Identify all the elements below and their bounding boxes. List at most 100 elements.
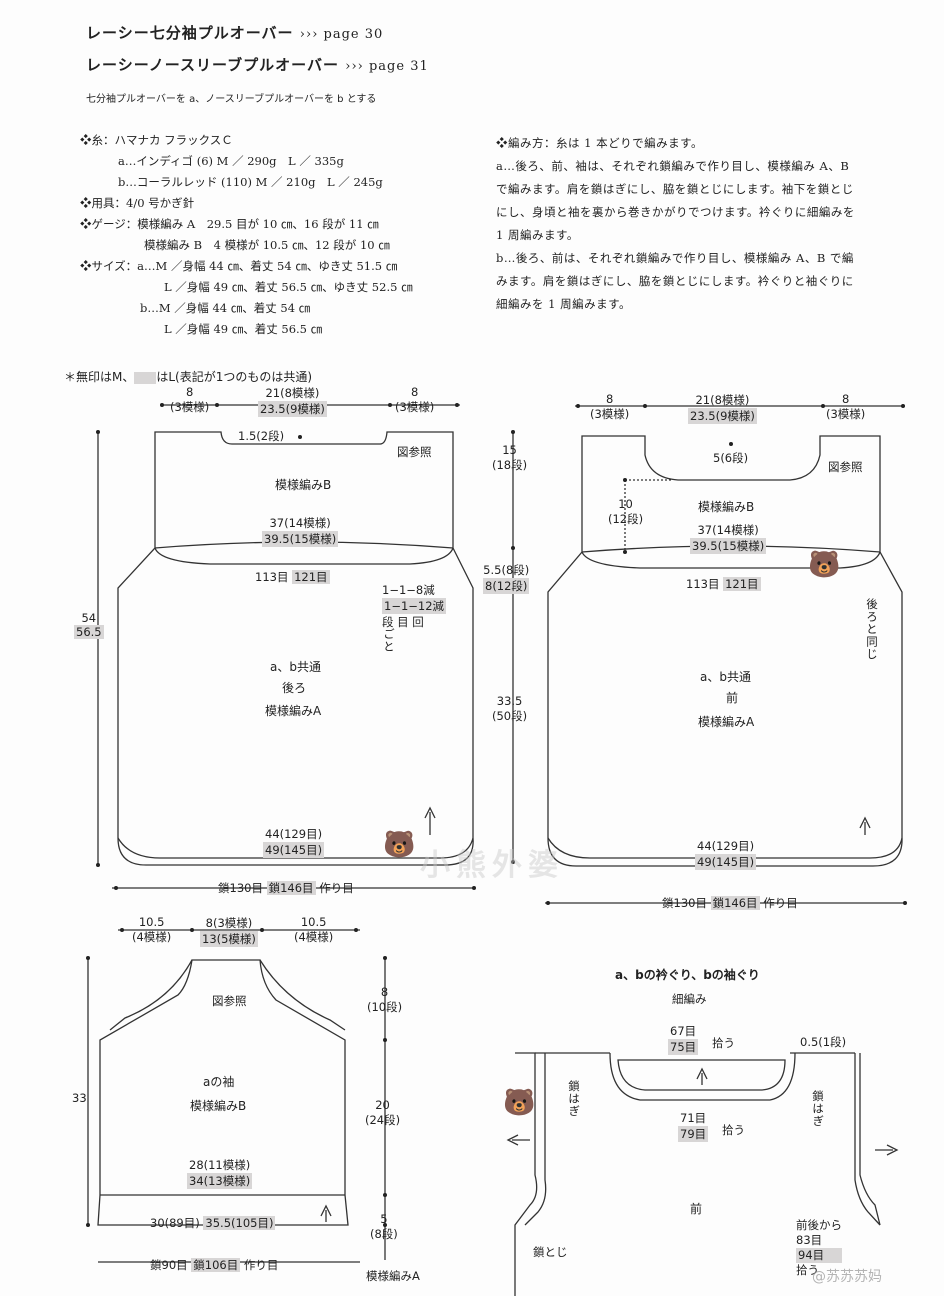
- front-pattern-a: 模様編みA: [698, 715, 755, 729]
- front-pattern-b: 模様編みB: [698, 500, 755, 514]
- sleeve-pattern-b: 模様編みB: [190, 1099, 247, 1113]
- sleeve-ref: 図参照: [212, 994, 247, 1008]
- subtitle: 七分袖プルオーバーを a、ノースリーブプルオーバーを b とする: [86, 94, 377, 105]
- back-pattern-a: 模様編みA: [265, 704, 322, 718]
- front-chain: 鎖130目 鎖146目 作り目: [662, 896, 798, 910]
- front-common: a、b共通: [700, 670, 751, 684]
- sleeve-base-width: 30(89目) 35.5(105目): [150, 1216, 276, 1230]
- title-a-text: レーシー七分袖プルオーバー: [86, 24, 294, 42]
- body-height: 33.5(50段): [492, 694, 528, 723]
- method-line-8: 細編みを 1 周編みます。: [496, 297, 631, 311]
- edging-pick2-label: 拾う: [722, 1123, 745, 1137]
- method-line-7: みます。肩を鎖はぎにし、脇を鎖とじにします。衿ぐりと袖ぐりに: [496, 274, 854, 288]
- front-shoulder-right: 8(3模様): [826, 392, 866, 421]
- title-b-page: ››› page 31: [345, 59, 429, 74]
- tools: ❖用具：4/0 号かぎ針: [80, 196, 195, 210]
- back-shoulder-right: 8(3模様): [395, 385, 435, 414]
- sleeve-left-width: 10.5(4模様): [132, 915, 172, 944]
- method-line-4: にし、身頃と袖を裏から巻きかがりでつけます。衿ぐりに細編みを: [496, 205, 855, 219]
- front-bottom-width: 44(129目)49(145目): [695, 839, 757, 870]
- specs-block: ❖糸：ハマナカ フラックスＣ a…インディゴ (6) M ／ 290g L ／ …: [80, 130, 413, 340]
- yarn-b: b…コーラルレッド (110) M ／ 210g L ／ 245g: [118, 175, 383, 189]
- edging-side-seam: 鎖とじ: [533, 1245, 568, 1259]
- method-line-6: b…後ろ、前は、それぞれ鎖編みで作り目し、模様編み A、B で編: [496, 251, 854, 265]
- back-common: a、b共通: [270, 660, 321, 674]
- front-shoulder-left: 8(3模様): [590, 392, 630, 421]
- back-neck-depth: 1.5(2段): [238, 429, 285, 443]
- watermark-right: @苏苏苏妈: [812, 1269, 882, 1285]
- size-b-m: b…M ／身幅 44 ㎝、着丈 54 ㎝: [140, 301, 311, 315]
- yarn-label: ❖糸：ハマナカ フラックスＣ: [80, 133, 233, 147]
- back-name: 後ろ: [282, 681, 307, 695]
- size-b-l: L ／身幅 49 ㎝、着丈 56.5 ㎝: [164, 322, 323, 336]
- note-prefix: ＊無印はM、: [64, 370, 135, 384]
- method-line-1: ❖編み方：糸は 1 本どりで編みます。: [496, 136, 703, 150]
- title-b-text: レーシーノースリーブプルオーバー: [86, 56, 340, 74]
- back-top-width: 21(8模様)23.5(9模様): [258, 386, 327, 417]
- size-note: ＊無印はM、 はL(表記が1つのものは共通): [64, 368, 312, 385]
- back-stitches: 113目 121目: [255, 570, 330, 584]
- front-ref: 図参照: [828, 460, 863, 474]
- back-dec-unit: ごと: [382, 628, 396, 653]
- note-suffix: はL(表記が1つのものは共通): [156, 370, 313, 384]
- back-outline: [117, 431, 474, 866]
- back-yoke-line2: [154, 547, 454, 565]
- edging-title: a、bの衿ぐり、bの袖ぐり: [615, 968, 760, 982]
- edging-from-front-back: 前後から 83目 94目 拾う: [796, 1218, 842, 1277]
- armhole-height: 5.5(8段)8(12段): [483, 563, 530, 594]
- front-same-as-back: 後ろと同じ: [865, 598, 879, 661]
- watermark-left: 小熊外婆: [420, 848, 564, 883]
- sleeve-top-width: 8(3模様)13(5模様): [200, 916, 258, 947]
- bear-sticker-1: 🐻: [383, 830, 416, 860]
- edging-seam-right: 鎖はぎ: [811, 1090, 825, 1128]
- back-shoulder-left: 8(3模様): [170, 385, 210, 414]
- sleeve-cap-inner2: [259, 959, 346, 1031]
- edging-front: 前: [690, 1202, 703, 1216]
- sleeve-name: aの袖: [203, 1075, 235, 1089]
- sleeve-cuff-height: 5(8段): [370, 1212, 398, 1241]
- edging-outer-right: [859, 1053, 881, 1226]
- bear-sticker-3: 🐻: [503, 1088, 536, 1118]
- gauge-2: 模様編み B 4 模様が 10.5 ㎝、12 段が 10 ㎝: [144, 238, 390, 252]
- highlight-swatch: [134, 371, 157, 384]
- back-pattern-b: 模様編みB: [275, 478, 332, 492]
- sleeve-body-height: 20(24段): [365, 1098, 401, 1127]
- title-a-page: ››› page 30: [299, 27, 384, 42]
- yoke-height: 15(18段): [492, 443, 528, 472]
- title-b: レーシーノースリーブプルオーバー ››› page 31: [86, 54, 429, 75]
- front-top-width: 21(8模様)23.5(9模様): [688, 393, 757, 424]
- gauge-1: ❖ゲージ：模様編み A 29.5 目が 10 ㎝、16 段が 11 ㎝: [80, 217, 379, 231]
- front-name: 前: [726, 691, 739, 705]
- sleeve-cap-inner: [109, 959, 193, 1031]
- front-side-depth: 10(12段): [608, 497, 644, 526]
- sleeve-length: 33: [72, 1091, 87, 1105]
- method-line-3: で編みます。肩を鎖はぎにし、脇を鎖とじにします。袖下を鎖とじ: [496, 182, 854, 196]
- back-decrease: 1−1−8減 1−1−12減 段 目 回: [382, 583, 447, 629]
- front-neck-depth: 5(6段): [713, 451, 749, 465]
- edging-neck-outer: [609, 1052, 796, 1101]
- method-line-5: 1 周編みます。: [496, 228, 579, 242]
- edging-subtitle: 細編み: [672, 992, 707, 1006]
- edging-right-band: [854, 1053, 881, 1226]
- yarn-a: a…インディゴ (6) M ／ 290g L ／ 335g: [118, 154, 344, 168]
- front-yoke-line2: [581, 551, 881, 569]
- method-line-2: a…後ろ、前、袖は、それぞれ鎖編みで作り目し、模様編み A、B: [496, 159, 850, 173]
- back-ref: 図参照: [397, 445, 432, 459]
- sleeve-pattern-a: 模様編みA: [366, 1269, 420, 1283]
- size-a-m: ❖サイズ：a…M ／身幅 44 ㎝、着丈 54 ㎝、ゆき丈 51.5 ㎝: [80, 259, 398, 273]
- sleeve-outline: [97, 959, 349, 1226]
- edging-seam-left: 鎖はぎ: [567, 1080, 581, 1118]
- edging-width: 0.5(1段): [800, 1035, 847, 1049]
- edging-neck-inner: [617, 1059, 786, 1091]
- sleeve-chain: 鎖90目 鎖106目 作り目: [150, 1258, 279, 1272]
- sleeve-right-width: 10.5(4模様): [294, 915, 334, 944]
- edging-pick-label: 拾う: [712, 1036, 735, 1050]
- back-chain: 鎖130目 鎖146目 作り目: [218, 881, 354, 895]
- size-a-l: L ／身幅 49 ㎝、着丈 56.5 ㎝、ゆき丈 52.5 ㎝: [164, 280, 413, 294]
- front-stitches: 113目 121目: [686, 577, 761, 591]
- back-mid-width: 37(14模様)39.5(15模様): [262, 516, 339, 547]
